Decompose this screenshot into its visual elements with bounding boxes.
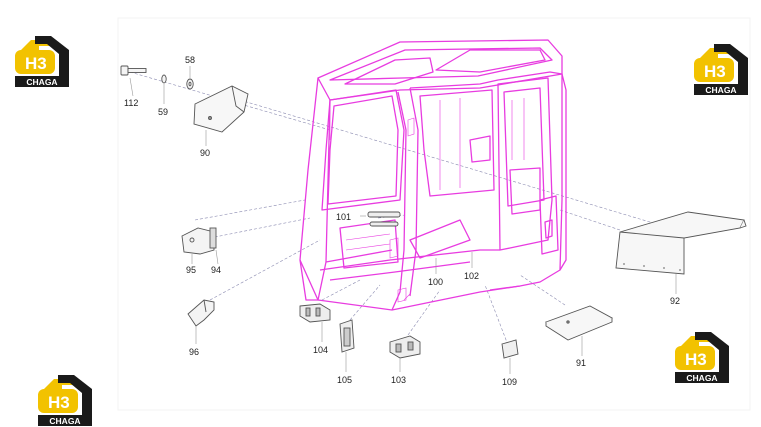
part-95-94-hinge-assembly — [181, 227, 217, 255]
part-96-angle-bracket — [187, 299, 215, 327]
logo-mark: H3 — [25, 54, 47, 73]
logo-mark: H3 — [704, 62, 726, 81]
label-105: 105 — [337, 375, 352, 385]
label-96: 96 — [189, 347, 199, 357]
label-100: 100 — [428, 277, 443, 287]
part-91-cover-plate — [544, 305, 614, 341]
label-101: 101 — [336, 212, 351, 222]
label-109: 109 — [502, 377, 517, 387]
label-92: 92 — [670, 296, 680, 306]
label-104: 104 — [313, 345, 328, 355]
brand-logo-bottom-left: H3 CHAGA — [38, 375, 92, 426]
logo-word: CHAGA — [705, 85, 736, 95]
logo-word: CHAGA — [49, 416, 80, 426]
logo-mark: H3 — [48, 393, 70, 412]
operator-cab-frame — [299, 39, 567, 311]
label-102: 102 — [464, 271, 479, 281]
part-104-latch — [299, 303, 331, 323]
label-95: 95 — [186, 265, 196, 275]
part-103-door-lock — [389, 335, 421, 359]
part-58-flat-washer — [186, 78, 194, 90]
brand-logo-bottom-right: H3 CHAGA — [675, 332, 729, 383]
part-callouts — [129, 66, 677, 374]
label-91: 91 — [576, 358, 586, 368]
part-112-bolt — [120, 65, 147, 76]
logo-mark: H3 — [685, 350, 707, 369]
diagram-frame — [117, 17, 751, 411]
cab-detail-lines — [329, 98, 525, 303]
logo-word: CHAGA — [26, 77, 57, 87]
part-109-rubber-pad — [501, 339, 519, 359]
label-103: 103 — [391, 375, 406, 385]
label-90: 90 — [200, 148, 210, 158]
brand-logo-top-right: H3 CHAGA — [694, 44, 748, 95]
label-94: 94 — [211, 265, 221, 275]
label-58: 58 — [185, 55, 195, 65]
label-112: 112 — [124, 98, 138, 108]
logo-word: CHAGA — [686, 373, 717, 383]
part-90-bracket — [193, 85, 249, 133]
brand-logo-top-left: H3 CHAGA — [15, 36, 69, 87]
part-92-roof-cover — [615, 211, 747, 275]
label-59: 59 — [158, 107, 168, 117]
part-101-handle — [367, 211, 401, 227]
part-labels: 112 59 58 90 101 95 94 96 100 102 104 10… — [124, 55, 680, 387]
leader-lines — [129, 71, 661, 346]
part-59-lock-washer — [161, 74, 167, 84]
part-105-striker-plate — [339, 319, 355, 353]
